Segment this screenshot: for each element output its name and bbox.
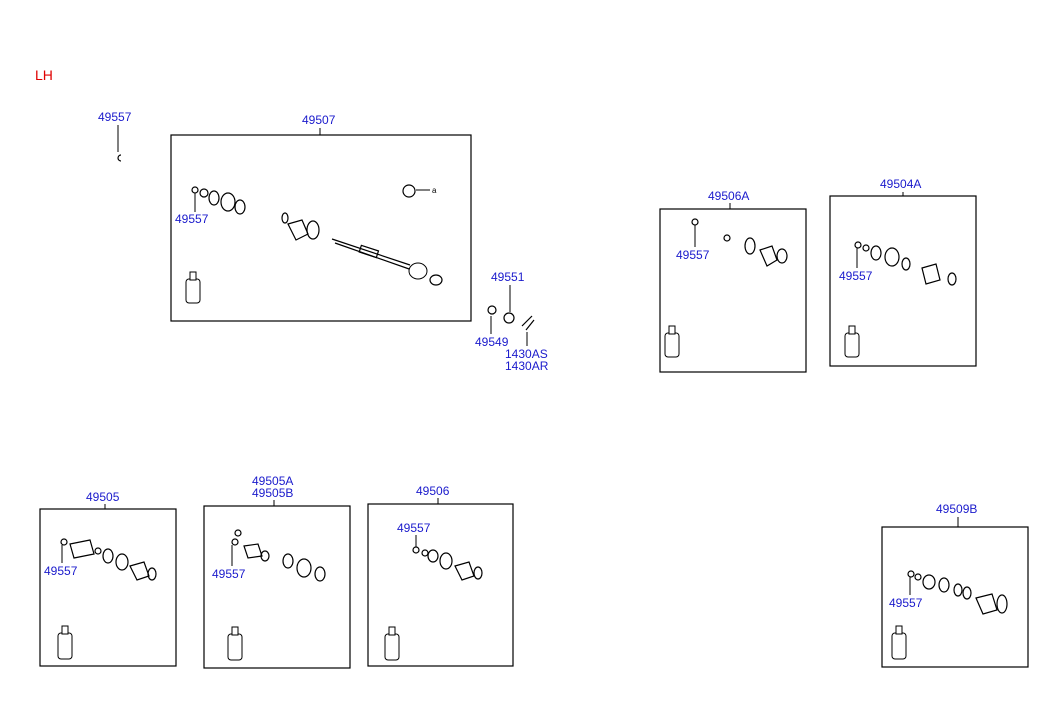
- cv-joint-parts-49507: [191, 184, 443, 286]
- label-49506-inner[interactable]: 49557: [397, 521, 431, 535]
- label-49504a[interactable]: 49504A: [880, 177, 921, 191]
- box-49505ab: [203, 505, 351, 669]
- label-49506a[interactable]: 49506A: [708, 189, 749, 203]
- cv-joint-parts-49509b: [891, 570, 1008, 660]
- cv-joint-parts-49506a: [664, 218, 788, 358]
- label-49551[interactable]: 49551: [491, 270, 525, 284]
- grease-tube-icon: [185, 271, 201, 304]
- cv-joint-parts-49504a: [844, 241, 957, 358]
- nut-icon: [487, 305, 535, 331]
- callout-a: a: [432, 186, 437, 195]
- label-49507[interactable]: 49507: [302, 113, 336, 127]
- label-49549[interactable]: 49549: [475, 335, 509, 349]
- label-49505[interactable]: 49505: [86, 490, 120, 504]
- clip-ring-icon: [117, 154, 122, 162]
- cv-joint-parts-49506: [384, 546, 483, 661]
- label-49505-inner[interactable]: 49557: [44, 564, 78, 578]
- label-49504a-inner[interactable]: 49557: [839, 269, 873, 283]
- label-49506[interactable]: 49506: [416, 484, 450, 498]
- label-49509b-inner[interactable]: 49557: [889, 596, 923, 610]
- label-49505a[interactable]: 49505A: [252, 474, 293, 488]
- label-49505b[interactable]: 49505B: [252, 486, 293, 500]
- label-49557-top[interactable]: 49557: [98, 110, 132, 124]
- label-49507-inner[interactable]: 49557: [175, 212, 209, 226]
- label-1430ar[interactable]: 1430AR: [505, 359, 549, 373]
- cv-joint-parts-49505: [57, 538, 157, 660]
- box-49507: [170, 134, 472, 322]
- side-label-lh: LH: [35, 67, 53, 83]
- label-49505ab-inner[interactable]: 49557: [212, 567, 246, 581]
- box-49506a: [659, 208, 807, 373]
- box-49506: [367, 503, 514, 667]
- label-49509b[interactable]: 49509B: [936, 502, 977, 516]
- box-49505: [39, 508, 177, 667]
- cv-joint-parts-49505ab: [227, 529, 326, 661]
- label-1430as[interactable]: 1430AS: [505, 347, 548, 361]
- box-49504a: [829, 195, 977, 367]
- label-49506a-inner[interactable]: 49557: [676, 248, 710, 262]
- box-49509b: [881, 526, 1029, 668]
